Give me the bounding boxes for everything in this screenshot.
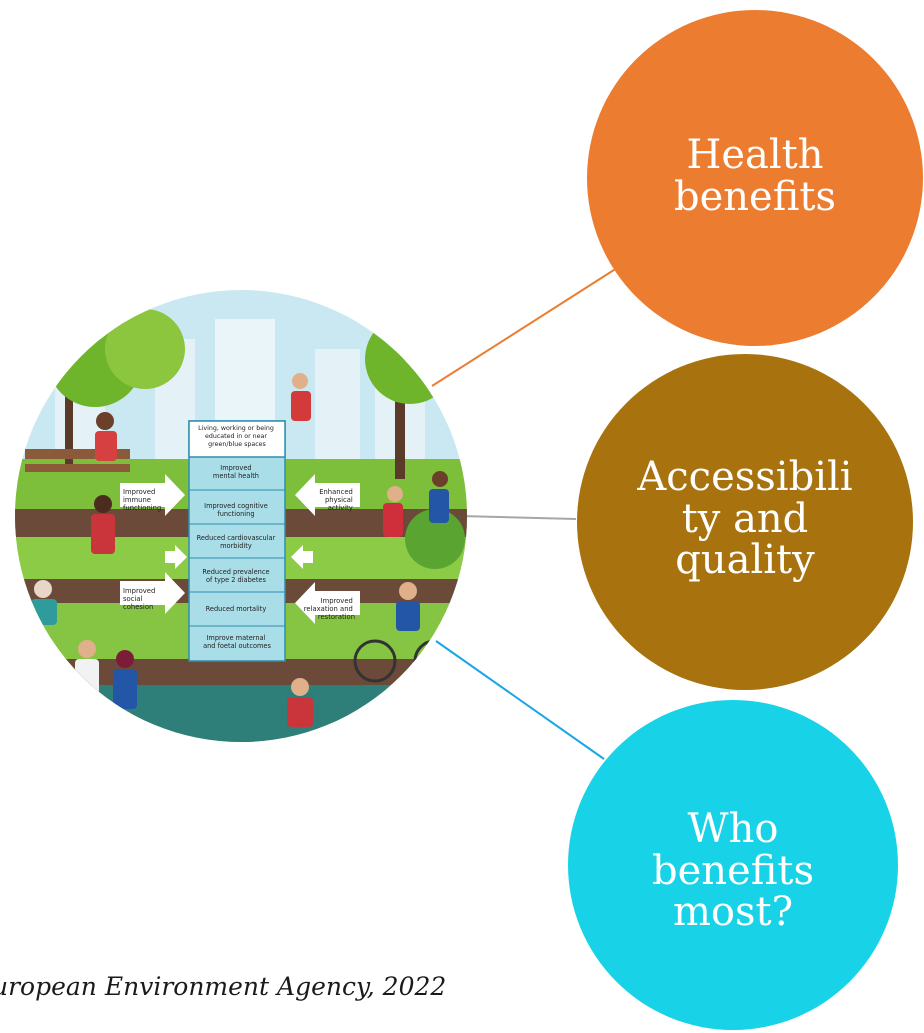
health-line-1: Health: [686, 132, 824, 178]
infographic-header-line-3: green/blue spaces: [208, 441, 266, 448]
mechanism-social: Improved: [123, 587, 155, 595]
outcome-6: Improve maternal: [206, 634, 265, 642]
access-line-1: Accessibili: [637, 454, 853, 500]
svg-text:Living, working or being: Living, working or being educated in or …: [198, 425, 276, 448]
connector-who: [435, 640, 605, 760]
connector-health: [431, 267, 618, 387]
connector-access: [459, 515, 577, 520]
health-benefits-node: Health benefits: [587, 10, 923, 346]
outcome-2: Improved cognitive: [204, 502, 268, 510]
access-line-2: ty and: [681, 495, 809, 542]
mechanism-relaxation: Improved: [321, 597, 353, 605]
source-caption: uropean Environment Agency, 2022: [0, 972, 447, 1001]
accessibility-quality-node: Accessibili ty and quality: [577, 354, 913, 690]
who-line-1: Who: [687, 806, 779, 852]
svg-text:Improved mental health: Improved mental health Improved cognitiv…: [197, 464, 278, 650]
green-space-infographic: Living, working or being educated in or …: [15, 290, 467, 742]
svg-text:Improved immune fu: Improved immune functioning Improved soc…: [123, 488, 163, 611]
who-line-2: benefits: [652, 847, 814, 894]
outcome-5: Reduced mortality: [206, 605, 267, 613]
access-line-3: quality: [675, 537, 815, 584]
infographic-header-line-2: educated in or near: [205, 433, 267, 440]
outcome-1: Improved: [220, 464, 251, 472]
mechanism-immune: Improved: [123, 488, 155, 496]
who-benefits-node: Who benefits most?: [568, 700, 898, 1030]
outcome-3: Reduced cardiovascular: [197, 534, 276, 542]
who-line-3: most?: [672, 889, 794, 936]
health-line-2: benefits: [674, 173, 836, 220]
infographic-header-line-1: Living, working or being: [198, 425, 274, 432]
outcome-4: Reduced prevalence: [202, 568, 269, 576]
svg-text:Enhanced physical: Enhanced physical activity Improved rela…: [304, 488, 355, 621]
mechanism-physical: Enhanced: [319, 488, 353, 496]
